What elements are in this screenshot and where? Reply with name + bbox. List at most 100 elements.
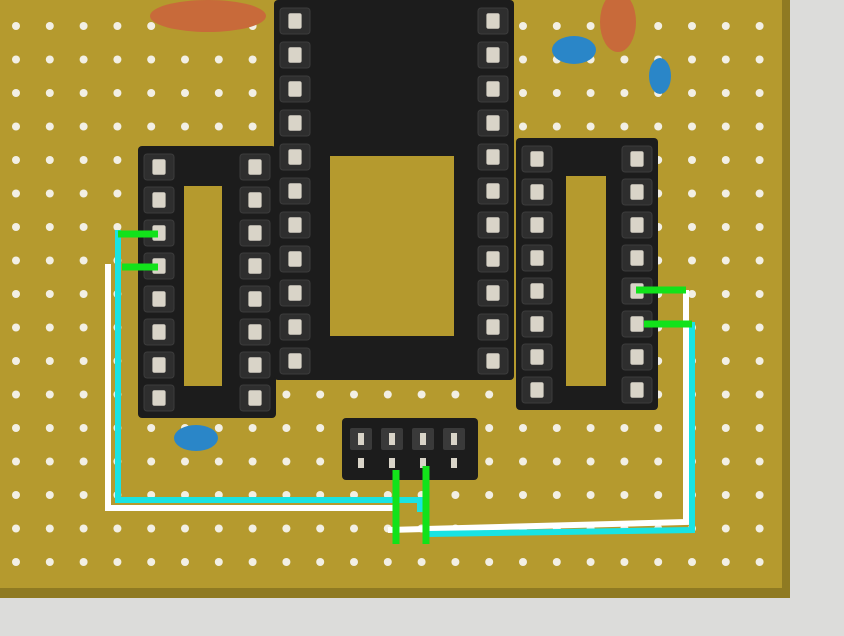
board-hole — [620, 558, 629, 566]
board-hole — [688, 156, 696, 164]
board-hole — [519, 457, 527, 466]
board-hole — [248, 457, 257, 466]
board-hole — [248, 424, 257, 432]
header-pin — [358, 433, 364, 445]
board-hole — [316, 558, 325, 566]
board-hole — [755, 89, 764, 97]
board-hole — [755, 256, 764, 265]
board-hole — [45, 122, 54, 131]
board-hole — [755, 156, 764, 164]
board-hole — [282, 390, 291, 399]
board-hole — [350, 524, 358, 533]
header-pin — [389, 433, 395, 445]
board-hole — [79, 22, 88, 30]
board-hole — [755, 55, 764, 64]
board-hole — [755, 122, 764, 131]
header-pin — [451, 433, 457, 445]
board-hole — [721, 424, 730, 432]
socket-pin — [288, 251, 302, 267]
board-hole — [350, 558, 358, 566]
socket-pin — [288, 47, 302, 63]
board-hole — [45, 491, 54, 499]
board-hole — [688, 55, 696, 64]
board-hole — [721, 390, 730, 399]
socket-pin — [530, 250, 544, 266]
board-hole — [383, 390, 392, 399]
board-hole — [45, 189, 54, 198]
board-hole — [721, 524, 730, 533]
board-hole — [45, 390, 54, 399]
board-hole — [45, 323, 54, 332]
socket-pin — [248, 258, 262, 274]
board-hole — [316, 457, 325, 466]
board-hole — [12, 424, 20, 432]
board-hole — [721, 89, 730, 97]
board-hole — [552, 122, 561, 131]
board-hole — [688, 122, 696, 131]
board-hole — [214, 558, 223, 566]
board-hole — [485, 390, 494, 399]
board-hole — [721, 22, 730, 30]
board-hole — [12, 457, 20, 466]
socket-pin — [486, 149, 500, 165]
socket-pin — [486, 47, 500, 63]
socket-pin — [248, 357, 262, 373]
board-hole — [350, 390, 358, 399]
socket-pin — [530, 217, 544, 233]
board-hole — [248, 558, 257, 566]
socket-pin — [288, 319, 302, 335]
socket-pin — [152, 159, 166, 175]
blue-capacitor-bottom — [174, 425, 218, 451]
socket-pin — [248, 192, 262, 208]
board-hole — [45, 22, 54, 30]
board-hole — [755, 189, 764, 198]
socket-pin — [630, 151, 644, 167]
socket-pin — [486, 81, 500, 97]
board-hole — [214, 89, 223, 97]
board-hole — [12, 491, 20, 499]
socket-pin — [530, 283, 544, 299]
board-hole — [688, 223, 696, 231]
ic-socket-center — [274, 0, 514, 380]
socket-pin — [288, 149, 302, 165]
board-hole — [620, 424, 629, 432]
board-hole — [12, 558, 20, 566]
socket-pin — [530, 316, 544, 332]
board-hole — [113, 223, 122, 231]
board-hole — [181, 89, 189, 97]
board-hole — [755, 290, 764, 298]
board-hole — [586, 424, 595, 432]
board-hole — [688, 22, 696, 30]
board-hole — [519, 491, 527, 499]
board-hole — [181, 122, 189, 131]
board-hole — [519, 55, 527, 64]
board-hole — [654, 558, 663, 566]
white-wire-left — [105, 264, 396, 511]
header-pin-lower — [389, 458, 395, 468]
board-hole — [620, 55, 629, 64]
board-hole — [45, 290, 54, 298]
socket-pin — [630, 316, 644, 332]
board-hole — [79, 491, 88, 499]
board-hole — [552, 457, 561, 466]
orange-capacitor-top-left — [150, 0, 266, 32]
board-hole — [485, 424, 494, 432]
board-hole — [485, 491, 494, 499]
board-hole — [79, 256, 88, 265]
board-hole — [519, 558, 527, 566]
socket-pin — [248, 225, 262, 241]
cyan-wire-left — [115, 230, 423, 512]
board-hole — [688, 558, 696, 566]
socket-pin — [152, 192, 166, 208]
board-hole — [451, 491, 460, 499]
board-hole — [147, 457, 156, 466]
board-hole — [519, 22, 527, 30]
board-hole — [79, 357, 88, 365]
board-hole — [147, 424, 156, 432]
header-pin-lower — [420, 458, 426, 468]
header-pin — [420, 433, 426, 445]
board-hole — [147, 524, 156, 533]
board-hole — [12, 223, 20, 231]
board-hole — [755, 558, 764, 566]
socket-pin — [630, 250, 644, 266]
